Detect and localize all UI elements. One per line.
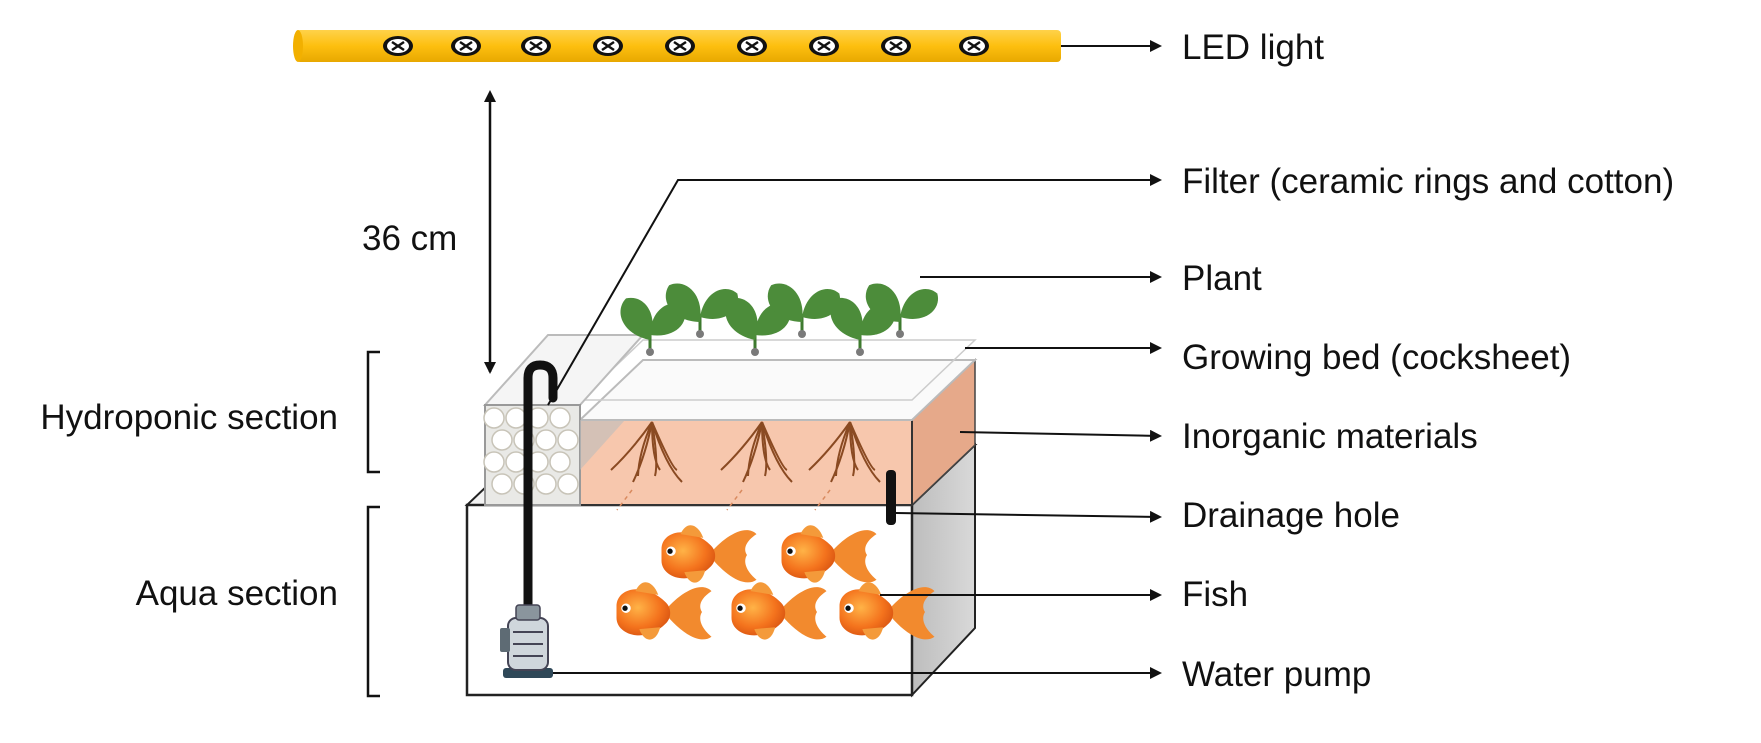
plant-roots [610,421,881,511]
led-bulb-icon [521,36,551,56]
hydroponic-section-label: Hydroponic section [40,398,338,437]
plant-leaf-icon [620,297,686,356]
growing-bed-label: Growing bed (cocksheet) [1182,338,1571,377]
led-bulb-icon [593,36,623,56]
plant-label: Plant [1182,259,1262,298]
led-bulb-icon [809,36,839,56]
distance-label: 36 cm [362,219,457,258]
led-bulb-icon [881,36,911,56]
led-bulb-icon [665,36,695,56]
plant-leaf-icon [865,283,939,338]
goldfish-icon [839,582,935,640]
led-bulb-icon [737,36,767,56]
water-pump-icon [500,604,553,678]
water-pump-label: Water pump [1182,655,1371,694]
goldfish-group [616,525,935,640]
fish-label: Fish [1182,575,1248,614]
drainage-hole-label: Drainage hole [1182,496,1400,535]
ceramic-rings [483,407,579,495]
led-light-bar [293,30,1061,62]
hydroponic-bracket [366,350,380,474]
led-bulb-icon [383,36,413,56]
drainage-pipe [886,470,896,525]
led-bulbs [383,36,989,56]
pump-pipe [523,360,558,665]
growing-bed [577,359,978,421]
filter-callout-line [547,174,1162,406]
inorganic-callout-line [959,429,1162,442]
goldfish-icon [781,525,877,583]
led-bulb-icon [451,36,481,56]
led-bulb-icon [959,36,989,56]
drainage-callout-line [895,510,1162,523]
filter-label: Filter (ceramic rings and cotton) [1182,162,1674,201]
plants [620,283,939,356]
goldfish-icon [731,582,827,640]
growing-box [577,339,978,511]
goldfish-icon [661,525,757,583]
plant-leaf-icon [830,297,896,356]
led-light-label: LED light [1182,28,1324,67]
inorganic-materials-label: Inorganic materials [1182,417,1478,456]
aqua-section-label: Aqua section [136,574,338,613]
aqua-bracket [366,505,380,698]
goldfish-icon [616,582,712,640]
